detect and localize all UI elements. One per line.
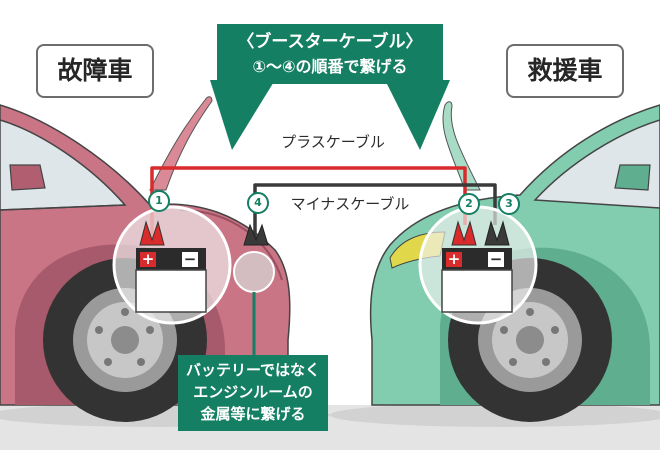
broken-car-battery-minus-sign: −	[183, 250, 197, 268]
broken-car-plus-clamp	[139, 220, 165, 246]
title-line-1: 〈ブースターケーブル〉	[237, 32, 423, 52]
rescue-car-plus-clamp	[451, 220, 477, 246]
step-1-marker: 1	[148, 190, 170, 212]
title-box: 〈ブースターケーブル〉 ①〜④の順番で繋げる	[217, 24, 443, 84]
minus-cable-label: マイナスケーブル	[290, 195, 410, 213]
right-car-shadow	[330, 403, 660, 427]
rescue-car-battery-plus-sign: +	[447, 250, 461, 268]
broken-car-label: 故障車	[36, 44, 154, 98]
minus-cable-loose-end	[442, 101, 481, 191]
rescue-car-battery-minus-sign: −	[489, 250, 503, 268]
rescue-car-mirror	[614, 164, 651, 191]
title-callout-pointer-left	[210, 80, 275, 150]
engine-ground-clamp	[243, 223, 269, 246]
engine-metal-ground-zoom	[233, 251, 275, 293]
ground-note-box: バッテリーではなく エンジンルームの 金属等に繋げる	[178, 355, 328, 431]
rescue-car-label: 救援車	[506, 44, 624, 98]
step-4-marker: 4	[247, 192, 269, 214]
rescue-car-battery-body	[441, 269, 513, 313]
title-line-2: ①〜④の順番で繋げる	[252, 57, 408, 76]
plus-cable-label: プラスケーブル	[281, 133, 385, 151]
step-2-marker: 2	[458, 193, 480, 215]
broken-car-battery-zoom	[112, 205, 269, 325]
note-line-3: 金属等に繋げる	[200, 405, 306, 423]
broken-car-mirror	[9, 164, 46, 191]
title-callout-pointer-right	[385, 80, 450, 150]
broken-car-battery-body	[135, 269, 207, 313]
note-line-1: バッテリーではなく	[185, 361, 321, 379]
note-line-2: エンジンルームの	[193, 383, 313, 401]
broken-car-battery-plus-sign: +	[141, 250, 155, 268]
step-3-marker: 3	[498, 193, 520, 215]
plus-cable-loose-end	[149, 96, 213, 191]
rescue-car-minus-clamp	[484, 220, 510, 246]
rescue-car-battery-zoom	[418, 205, 538, 325]
